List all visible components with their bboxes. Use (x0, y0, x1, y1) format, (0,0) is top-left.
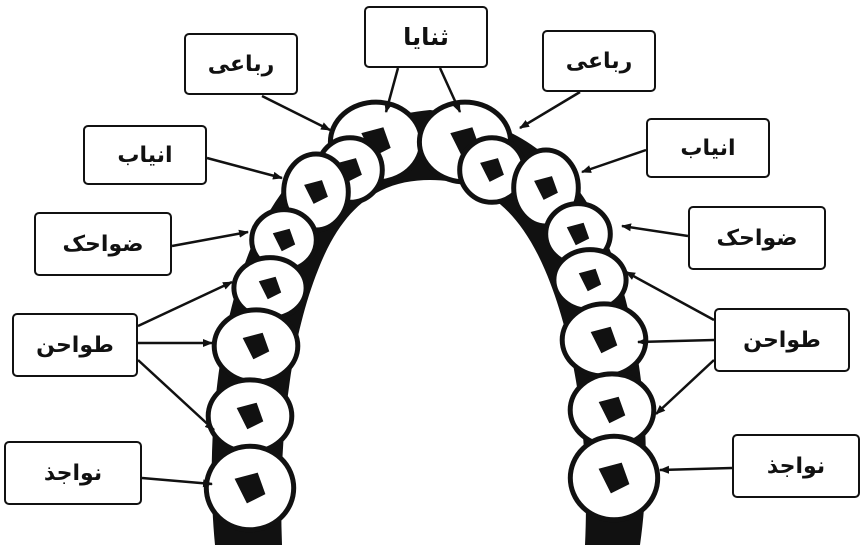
first-molar-right (562, 304, 646, 376)
label-molars-left: طواحن (12, 313, 138, 377)
label-central-incisors: ثنایا (364, 6, 488, 68)
label-wisdom-teeth-right: نواجذ (732, 434, 860, 498)
first-molar-left (214, 310, 298, 382)
arrow-premolar-left (172, 232, 248, 246)
arrow-wisdom-right (660, 468, 732, 470)
label-premolars-left: ضواحک (34, 212, 172, 276)
arrow-molar-left-3 (138, 360, 214, 430)
wisdom-tooth-left (206, 446, 293, 530)
second-molar-left (208, 380, 292, 452)
label-wisdom-teeth-left: نواجذ (4, 441, 142, 505)
arrow-wisdom-left (142, 478, 212, 484)
arrow-canine-right (582, 150, 646, 172)
arrow-lateral-right (520, 92, 580, 128)
arrow-molar-right-2 (638, 340, 714, 342)
label-molars-right: طواحن (714, 308, 850, 372)
label-canines-right: انیاب (646, 118, 770, 178)
arrow-lateral-left (262, 96, 330, 130)
arrow-molar-right-1 (626, 272, 714, 320)
label-lateral-incisors-left: رباعی (184, 33, 298, 95)
palate-area (299, 200, 562, 545)
label-premolars-right: ضواحک (688, 206, 826, 270)
label-lateral-incisors-right: رباعی (542, 30, 656, 92)
arrow-molar-right-3 (656, 360, 714, 414)
arrow-premolar-right (622, 226, 688, 236)
label-canines-left: انیاب (83, 125, 207, 185)
arrow-canine-left (207, 158, 282, 178)
wisdom-tooth-right (570, 436, 657, 520)
arrow-molar-left-1 (138, 282, 232, 326)
second-premolar-right (554, 250, 626, 311)
